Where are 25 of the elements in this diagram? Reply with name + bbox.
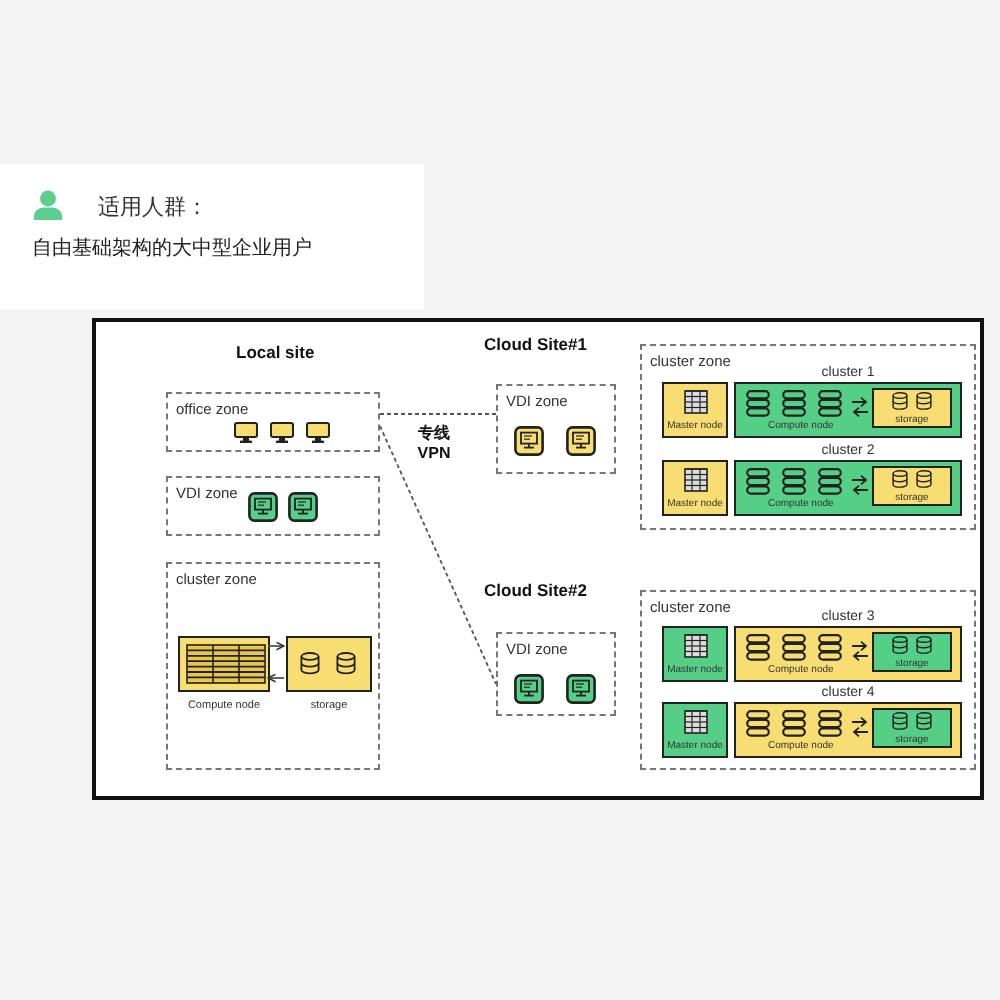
site-title: Cloud Site#2 <box>484 580 587 600</box>
master-node-box <box>662 382 728 438</box>
zone-box <box>496 384 616 474</box>
zone-box <box>640 344 976 530</box>
storage-box <box>872 708 952 748</box>
zone-box <box>166 562 380 770</box>
storage-box <box>872 632 952 672</box>
zone-box <box>496 632 616 716</box>
zone-box <box>640 590 976 770</box>
dashed-connector <box>379 425 497 685</box>
dashed-connector <box>379 413 497 415</box>
site-title: Local site <box>236 342 315 362</box>
storage-box <box>872 388 952 428</box>
zone-box <box>166 392 380 452</box>
arrow <box>267 641 285 651</box>
site-title: Cloud Site#1 <box>484 334 587 354</box>
zone-box <box>166 476 380 536</box>
master-node-box <box>662 460 728 516</box>
audience-heading: 适用人群： <box>98 192 208 222</box>
master-node-box <box>662 702 728 758</box>
info-card <box>0 164 424 310</box>
audience-text: 自由基础架构的大中型企业用户 <box>32 235 312 262</box>
arrow <box>267 673 285 683</box>
master-node-box <box>662 626 728 682</box>
storage-box <box>872 466 952 506</box>
